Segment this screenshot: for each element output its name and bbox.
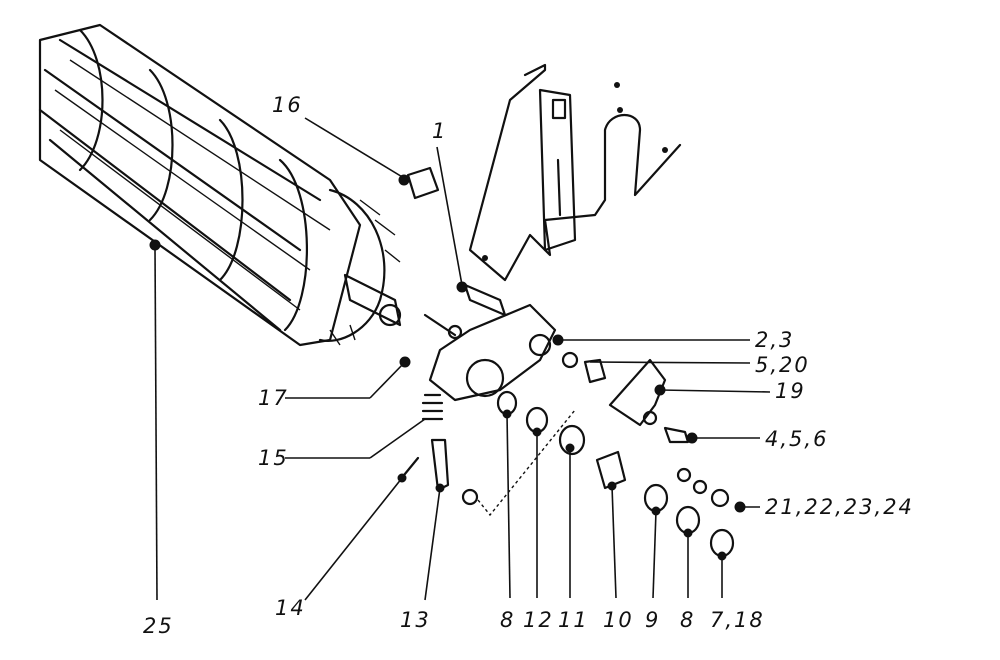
stud-13 [430,438,450,492]
callout-10: 10 [603,608,634,632]
callout-15: 15 [258,446,289,470]
callout-5-20: 5,20 [755,353,810,377]
cap-part-16 [398,166,440,200]
washers-9-8-7 [643,483,735,558]
reel-cylinder [38,23,402,347]
callout-1: 1 [432,119,447,143]
nut-stack-21-24 [676,467,746,513]
callout-8b: 8 [680,608,695,632]
callout-7-18: 7,18 [710,608,765,632]
small-nut-lower [461,409,576,517]
callout-25: 25 [143,614,174,638]
bolt-near-housing [423,313,463,340]
side-frame-plate [468,63,682,282]
pivot-pin-1 [456,281,507,317]
screw-4-5-6 [642,410,698,444]
callout-16: 16 [272,93,303,117]
callout-9: 9 [645,608,660,632]
callout-12: 12 [523,608,554,632]
washers-8-12-11 [496,390,586,456]
callout-19: 19 [775,379,806,403]
spring-15 [421,393,444,421]
callout-2-3: 2,3 [755,328,794,352]
callout-8a: 8 [500,608,515,632]
callout-14: 14 [275,596,306,620]
callout-11: 11 [558,608,589,632]
bearing-housing [428,303,564,402]
callout-13: 13 [400,608,431,632]
leader-lines [149,117,771,601]
callout-21-24: 21,22,23,24 [765,495,914,519]
callout-labels: 16 1 2,3 5,20 19 4,5,6 21,22,23,24 17 15… [143,93,914,638]
callout-4-5-6: 4,5,6 [765,427,828,451]
callout-17: 17 [258,386,289,410]
plate-19 [608,358,667,427]
bushing-10 [595,450,627,490]
nut-5-20 [561,351,607,384]
